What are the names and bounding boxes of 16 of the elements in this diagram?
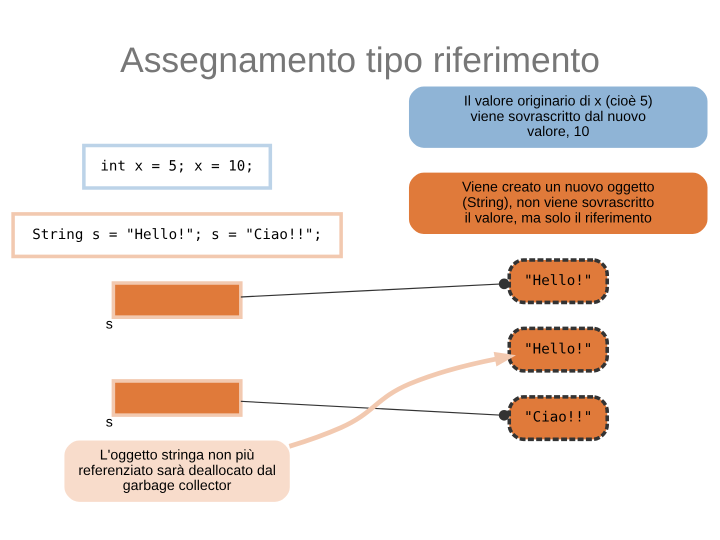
connector bbox=[240, 278, 510, 298]
node-box: "Hello!" bbox=[508, 326, 609, 373]
node-box: "Ciao!!" bbox=[508, 395, 609, 442]
node-box: "Hello!" bbox=[508, 258, 609, 304]
diagram-title: Assegnamento tipo riferimento bbox=[120, 40, 600, 80]
node-label: s bbox=[106, 414, 113, 430]
node-label: s bbox=[106, 316, 113, 333]
node-box: Viene creato un nuovo oggetto (String), non viene sovrascritto il valore, ma solo il riferimento bbox=[408, 172, 708, 234]
node-box: int x = 5; x = 10; bbox=[82, 144, 272, 190]
node-box bbox=[112, 281, 243, 319]
node-box: L'oggetto stringa non più referenziato sarà deallocato dal garbage collector bbox=[64, 440, 290, 502]
node-box: String s = "Hello!"; s = "Ciao!!"; bbox=[11, 212, 343, 258]
connector bbox=[240, 400, 510, 421]
node-box: Il valore originario di x (cioè 5) viene sovrascritto dal nuovo valore, 10 bbox=[408, 86, 708, 148]
node-box bbox=[112, 379, 243, 417]
arrow bbox=[288, 352, 516, 449]
